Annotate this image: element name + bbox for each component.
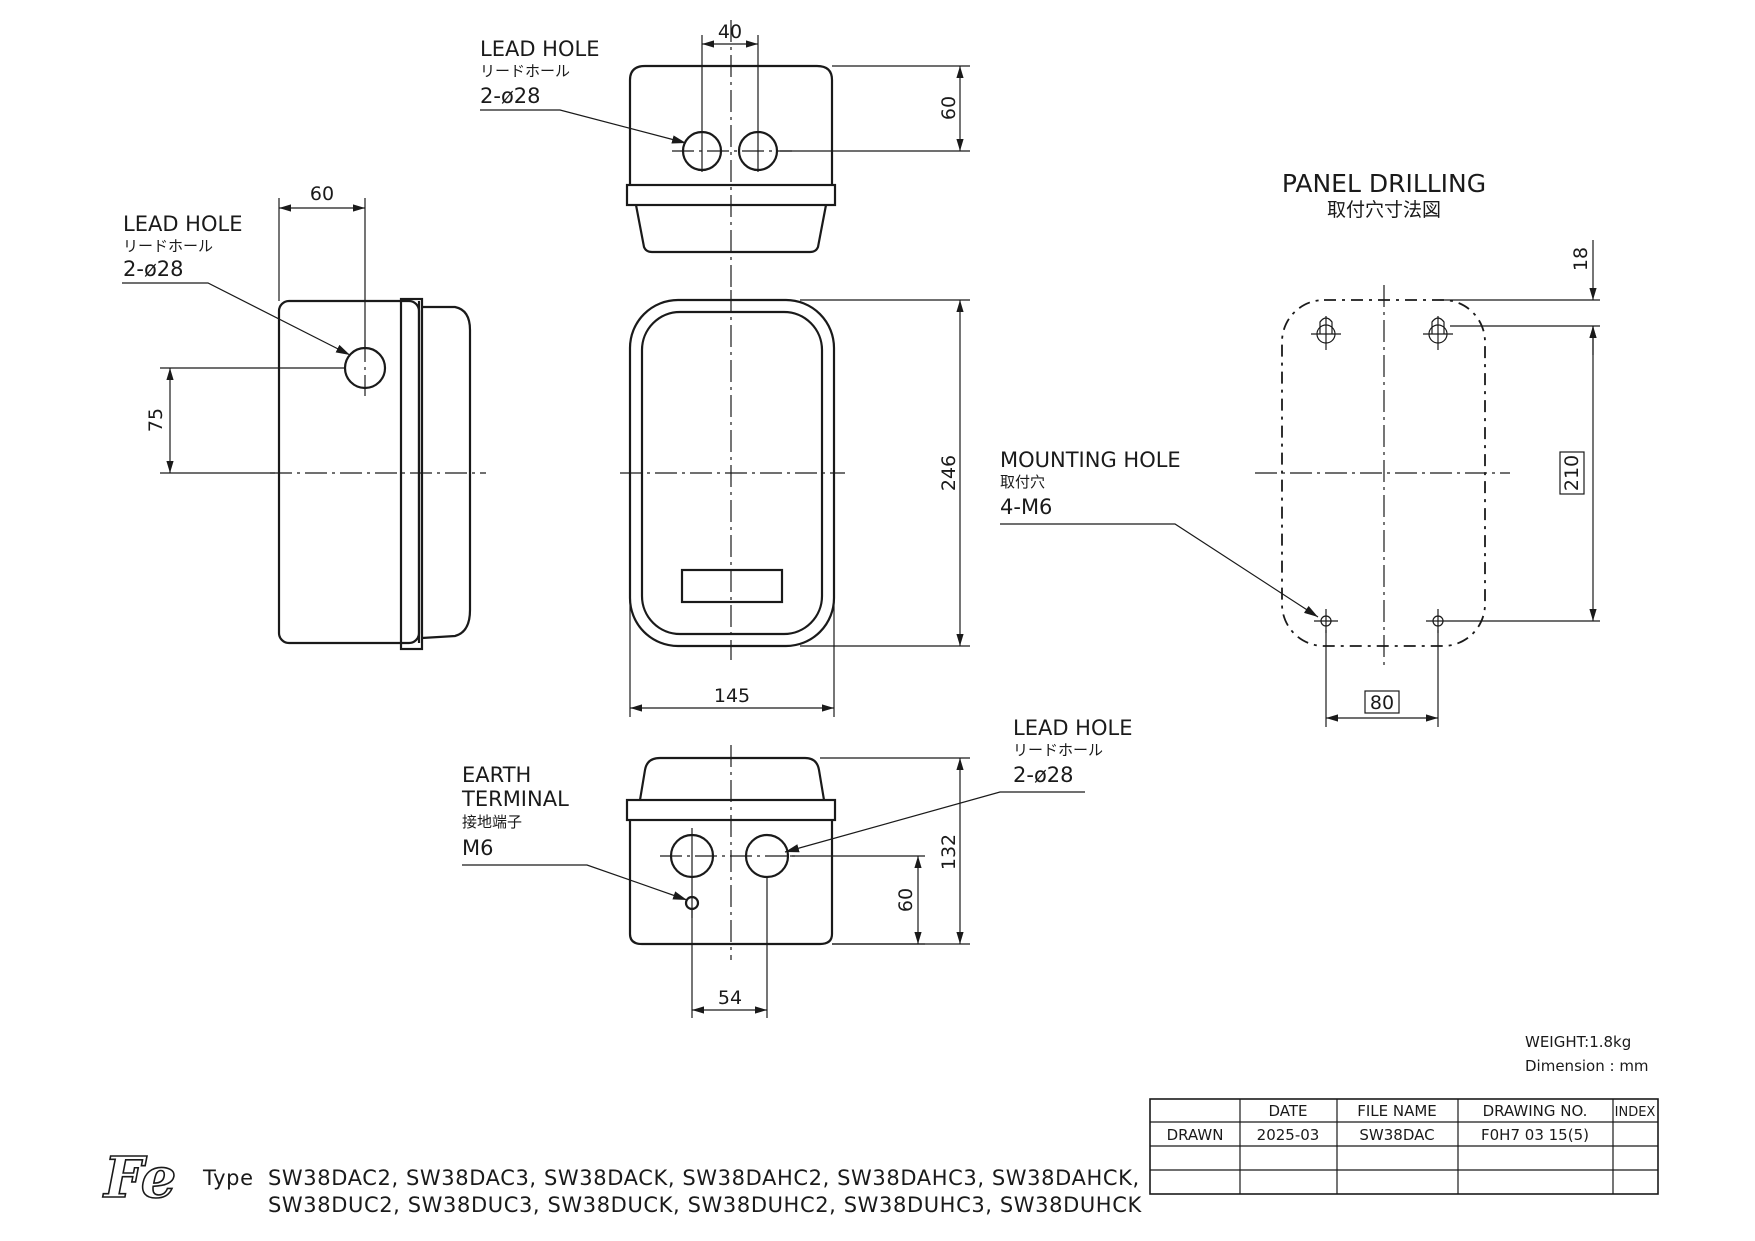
panel-drilling: PANEL DRILLING 取付穴寸法図 18 [1000,169,1600,727]
footer: Fe Type SW38DAC2, SW38DAC3, SW38DACK, SW… [101,1144,1142,1217]
bottom-lead-hole-title: LEAD HOLE [1013,716,1132,740]
svg-text:Fe: Fe [102,1145,176,1211]
title-block-rows [1150,1121,1658,1171]
side-leader [122,282,351,356]
bottom-dim-54: 54 [718,987,742,1009]
bottom-earth-title-1: EARTH [462,763,531,787]
dimension-note: Dimension : mm [1525,1057,1649,1075]
bottom-lead-hole-spec: 2-ø28 [1013,763,1074,787]
front-window [680,568,784,604]
tb-header-file: FILE NAME [1357,1102,1437,1120]
mounting-hole-right [1426,609,1450,633]
tb-file-name: SW38DAC [1359,1126,1434,1144]
panel-mounting-leader [1000,523,1319,618]
top-lead-hole-jp: リードホール [480,62,570,80]
tb-drawn: DRAWN [1167,1126,1224,1144]
title-block-cols [1239,1099,1614,1194]
bottom-earth-title-2: TERMINAL [461,787,569,811]
models-line-2: SW38DUC2, SW38DUC3, SW38DUCK, SW38DUHC2,… [268,1193,1142,1217]
panel-dim-18: 18 [1570,247,1592,271]
side-lead-hole-title: LEAD HOLE [123,212,242,236]
side-view: 60 75 LEAD HOLE リードホール 2-ø28 [122,183,486,651]
tb-drawing-no: F0H7 03 15(5) [1481,1126,1589,1144]
top-dim-40: 40 [718,21,742,43]
tb-header-drawing: DRAWING NO. [1483,1102,1588,1120]
fe-logo: Fe [101,1144,177,1212]
keyhole-left [1311,316,1341,350]
bottom-lead-hole-jp: リードホール [1013,741,1103,759]
tb-date: 2025-03 [1257,1126,1320,1144]
panel-mounting-title: MOUNTING HOLE [1000,448,1181,472]
side-cover [421,305,472,640]
tb-header-date: DATE [1268,1102,1307,1120]
panel-drilling-title: PANEL DRILLING [1282,169,1486,198]
models-line-1: SW38DAC2, SW38DAC3, SW38DACK, SW38DAHC2,… [268,1166,1140,1190]
front-view: 246 145 [620,290,970,717]
bottom-earth-leader [462,864,688,901]
front-dim-246: 246 [938,455,960,491]
bottom-cover [638,756,826,801]
side-dim-60: 60 [310,183,334,205]
keyhole-right [1423,316,1453,350]
bottom-lead-leader [784,791,1085,853]
panel-dim-210-box [1559,451,1585,495]
panel-dim-80: 80 [1370,692,1394,714]
side-lead-hole-spec: 2-ø28 [123,257,184,281]
tb-header-index: INDEX [1615,1105,1656,1120]
side-dim-75: 75 [145,408,167,432]
side-lead-hole-jp: リードホール [123,237,213,255]
panel-dim-80-box [1364,690,1400,714]
bottom-dim-132: 132 [938,834,960,870]
bottom-earth-spec: M6 [462,836,493,860]
title-block: DATE FILE NAME DRAWING NO. INDEX DRAWN 2… [1149,1098,1659,1195]
bottom-view: 132 60 54 EARTH TERMINAL 接地端子 M6 LEAD HO… [461,716,1132,1018]
top-view: 40 60 LEAD HOLE リードホール 2-ø28 [480,20,970,290]
side-flange [399,297,424,651]
type-label: Type [202,1166,254,1190]
top-lead-hole-title: LEAD HOLE [480,37,599,61]
bottom-dim-60: 60 [895,888,917,912]
top-leader [480,109,687,144]
top-dim-60: 60 [938,96,960,120]
panel-mounting-spec: 4-M6 [1000,495,1052,519]
bottom-earth-jp: 接地端子 [462,813,522,831]
panel-dim-210: 210 [1561,455,1583,491]
front-dim-145: 145 [714,685,750,707]
bottom-body [628,820,834,946]
mounting-hole-left [1314,609,1338,633]
panel-drilling-title-jp: 取付穴寸法図 [1327,199,1441,221]
panel-mounting-jp: 取付穴 [1000,473,1045,491]
top-lead-hole-spec: 2-ø28 [480,84,541,108]
weight-note: WEIGHT:1.8kg [1525,1033,1631,1051]
side-body [277,299,421,645]
